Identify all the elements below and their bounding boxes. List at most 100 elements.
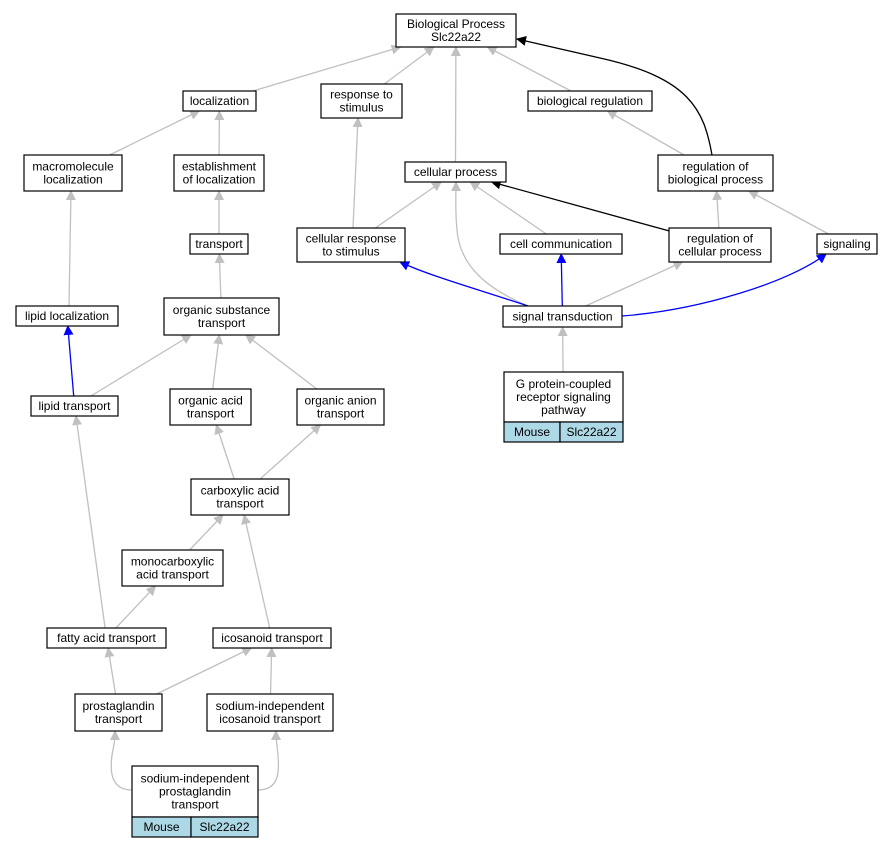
edge-is-a-signal-transduction-to-cellular-process bbox=[450, 181, 529, 307]
edge-is-a-icosanoid-transport-to-carboxylic-acid-transport bbox=[241, 514, 271, 629]
edge-is-a-prostaglandin-transport-to-fatty-acid-transport bbox=[104, 647, 117, 695]
edge-is-a-gpcr-signaling-pathway-to-signal-transduction bbox=[557, 326, 568, 373]
edge-is-a-lipid-transport-to-organic-substance-transport bbox=[90, 334, 192, 397]
node-box bbox=[502, 305, 623, 328]
node-label-line: signaling bbox=[823, 237, 870, 251]
edge-part-of-lipid-transport-to-lipid-localization bbox=[63, 325, 75, 397]
node-label-line: sodium-independent bbox=[141, 772, 250, 786]
node-signal-transduction[interactable]: signal transduction bbox=[502, 305, 623, 328]
node-label-line: prostaglandin bbox=[82, 699, 154, 713]
gene-cell bbox=[190, 816, 259, 838]
node-icosanoid-transport[interactable]: icosanoid transport bbox=[212, 627, 332, 649]
node-label-line: signal transduction bbox=[512, 310, 612, 324]
edge-is-a-biological-regulation-to-biological-process bbox=[486, 46, 572, 92]
node-label-line: fatty acid transport bbox=[57, 631, 156, 645]
node-biological-regulation[interactable]: biological regulation bbox=[527, 90, 653, 112]
edge-is-a-organic-anion-transport-to-organic-substance-transport bbox=[245, 334, 318, 390]
node-label-line: response to bbox=[330, 88, 393, 102]
node-label-line: prostaglandin bbox=[159, 785, 231, 799]
edge-part-of-signal-transduction-to-cell-communication bbox=[556, 253, 567, 307]
edge-is-a-carboxylic-acid-transport-to-organic-acid-transport bbox=[214, 424, 235, 480]
node-box bbox=[527, 90, 653, 112]
node-label-line: lipid transport bbox=[38, 399, 111, 413]
edge-is-a-carboxylic-acid-transport-to-organic-anion-transport bbox=[259, 424, 322, 480]
node-label-line: Biological Process bbox=[407, 17, 505, 31]
node-sodium-independent-prostaglandin-transport[interactable]: sodium-independentprostaglandintransport… bbox=[131, 765, 259, 838]
node-label-line: Slc22a22 bbox=[431, 30, 481, 44]
edge-regulates-regulation-of-biological-process-to-biological-process bbox=[516, 36, 713, 156]
node-fatty-acid-transport[interactable]: fatty acid transport bbox=[46, 627, 167, 649]
edge-regulates-regulation-of-cellular-process-to-cellular-process bbox=[490, 179, 670, 232]
node-label-line: transport bbox=[187, 407, 235, 421]
node-box bbox=[404, 161, 507, 183]
node-cellular-process[interactable]: cellular process bbox=[404, 161, 507, 183]
node-label-line: regulation of bbox=[687, 232, 754, 246]
node-label-line: biological regulation bbox=[537, 94, 643, 108]
node-box bbox=[668, 227, 772, 263]
edge-is-a-macromolecule-localization-to-localization bbox=[109, 110, 201, 156]
node-label-line: cellular response bbox=[306, 232, 397, 246]
node-box bbox=[657, 154, 774, 192]
edge-is-a-lipid-localization-to-macromolecule-localization bbox=[65, 190, 76, 307]
node-box bbox=[190, 478, 290, 516]
node-label-line: transport bbox=[317, 407, 365, 421]
edge-is-a-sodium-independent-prostaglandin-transport-to-prostaglandin-transport bbox=[109, 730, 133, 791]
node-label-line: to stimulus bbox=[322, 245, 379, 259]
node-label-line: cellular process bbox=[414, 165, 497, 179]
node-cell-communication[interactable]: cell communication bbox=[499, 233, 623, 255]
node-label-line: transport bbox=[95, 712, 143, 726]
node-label-line: monocarboxylic bbox=[131, 555, 214, 569]
node-box bbox=[296, 388, 385, 426]
node-label-line: transport bbox=[171, 798, 219, 812]
species-label: Mouse bbox=[143, 820, 179, 834]
node-label-line: cell communication bbox=[510, 237, 612, 251]
node-label-line: transport bbox=[195, 237, 243, 251]
edge-is-a-sodium-independent-prostaglandin-transport-to-sodium-independent-icosanoid-transport bbox=[257, 730, 282, 791]
edge-is-a-response-to-stimulus-to-biological-process bbox=[383, 46, 435, 85]
node-label-line: icosanoid transport bbox=[219, 712, 321, 726]
node-label-line: receptor signaling bbox=[516, 390, 611, 404]
node-label-line: of localization bbox=[183, 173, 256, 187]
node-box bbox=[182, 90, 257, 112]
edge-is-a-cellular-response-to-stimulus-to-cellular-process bbox=[374, 181, 443, 229]
node-label-line: biological process bbox=[668, 173, 763, 187]
edge-is-a-monocarboxylic-acid-transport-to-carboxylic-acid-transport bbox=[189, 514, 224, 551]
node-lipid-transport[interactable]: lipid transport bbox=[30, 395, 119, 417]
node-localization[interactable]: localization bbox=[182, 90, 257, 112]
edge-is-a-prostaglandin-transport-to-icosanoid-transport bbox=[156, 647, 253, 695]
edge-is-a-fatty-acid-transport-to-monocarboxylic-acid-transport bbox=[115, 585, 157, 629]
node-label-line: macromolecule bbox=[32, 160, 114, 174]
node-box bbox=[212, 627, 332, 649]
node-label-line: localization bbox=[43, 173, 102, 187]
node-label-line: icosanoid transport bbox=[221, 631, 323, 645]
node-box bbox=[30, 395, 119, 417]
node-box bbox=[121, 549, 224, 587]
node-box bbox=[189, 233, 249, 255]
node-lipid-localization[interactable]: lipid localization bbox=[15, 305, 119, 327]
edge-is-a-fatty-acid-transport-to-lipid-transport bbox=[72, 415, 106, 629]
node-label-line: stimulus bbox=[339, 101, 383, 115]
edge-is-a-organic-acid-transport-to-organic-substance-transport bbox=[212, 334, 224, 390]
node-transport[interactable]: transport bbox=[189, 233, 249, 255]
edge-is-a-signaling-to-regulation-of-biological-process bbox=[747, 190, 829, 235]
node-box bbox=[296, 227, 406, 263]
node-signaling[interactable]: signaling bbox=[816, 233, 878, 255]
gene-cell bbox=[559, 421, 624, 443]
node-box bbox=[15, 305, 119, 327]
